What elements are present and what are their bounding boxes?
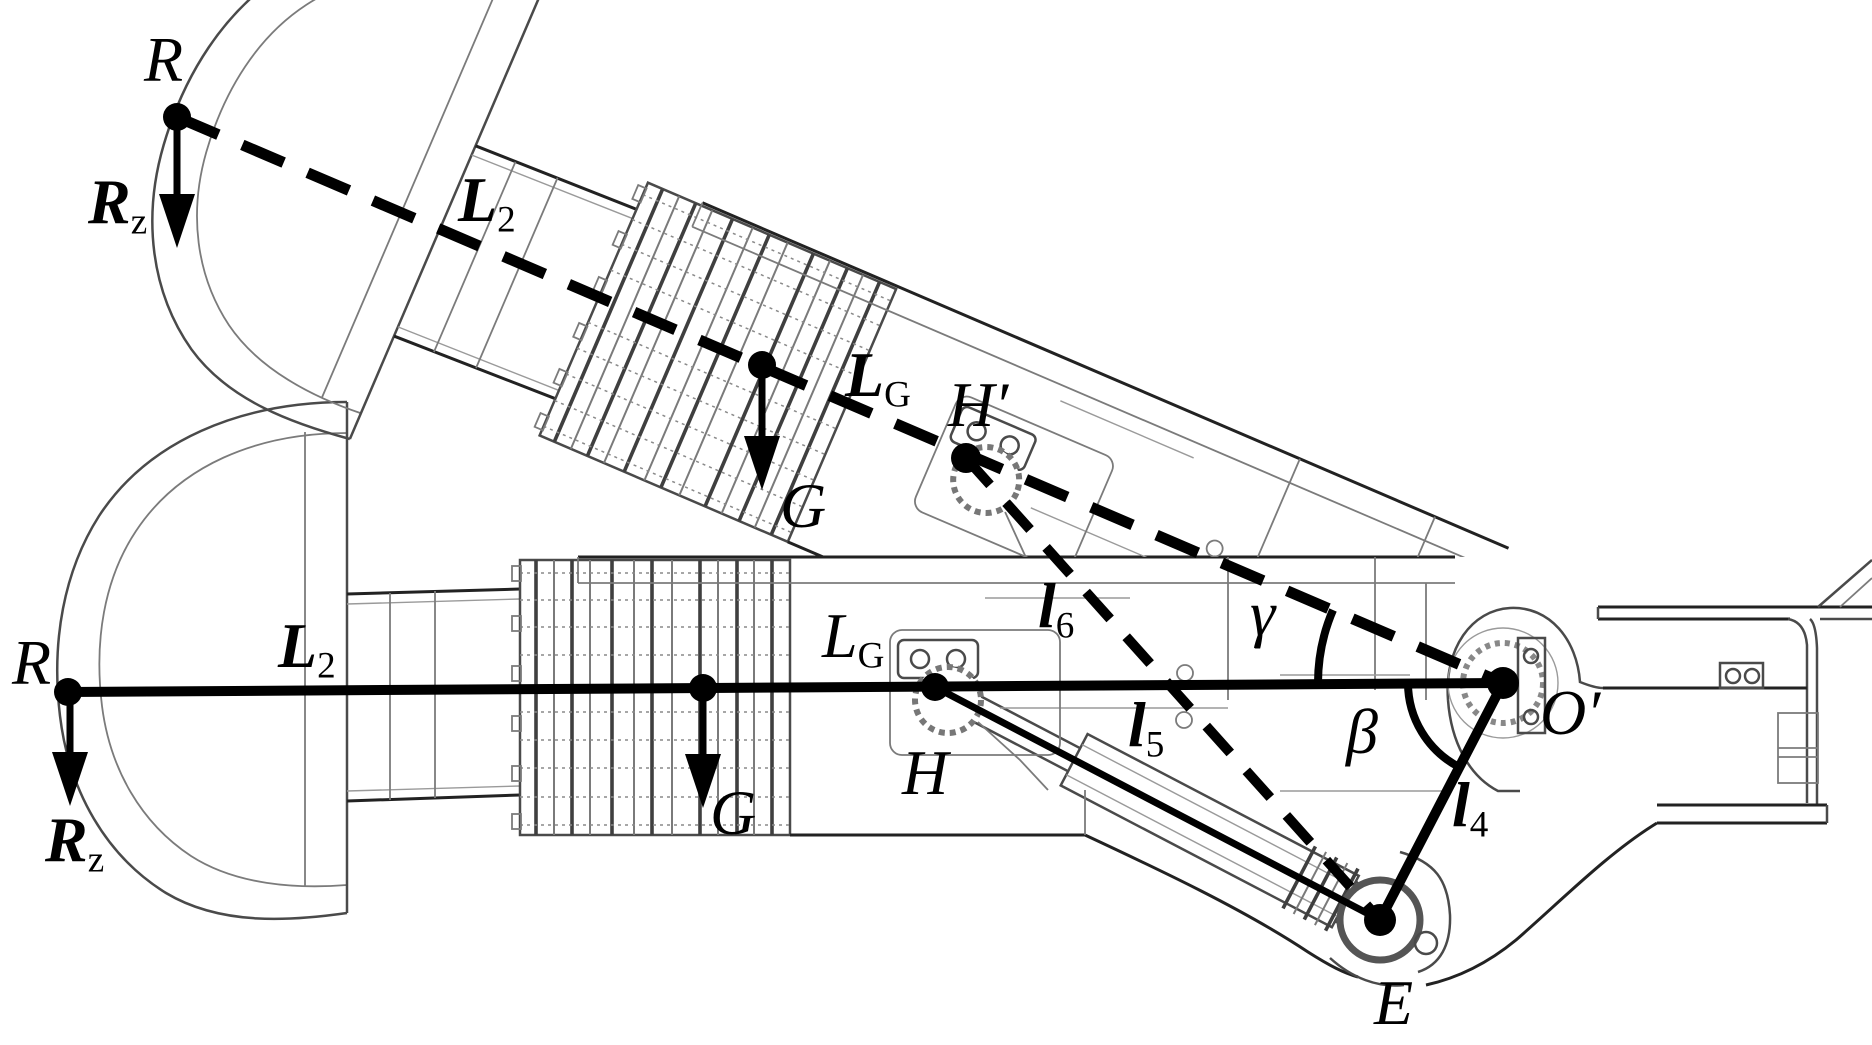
force-arrow-G-upper	[744, 365, 780, 490]
point-O-prime	[1487, 667, 1519, 699]
label-lower-G: G	[710, 777, 757, 848]
point-H-prime	[951, 443, 981, 473]
point-R-upper	[163, 103, 191, 131]
label-beta: β	[1346, 696, 1378, 767]
label-lower-Rz: Rz	[45, 804, 105, 881]
point-H	[921, 673, 949, 701]
label-l5: l5	[1128, 689, 1165, 766]
label-O-prime: O′	[1540, 677, 1601, 748]
label-lower-L2: L2	[278, 610, 336, 687]
label-E: E	[1374, 967, 1414, 1038]
label-l4: l4	[1452, 769, 1489, 846]
point-G-lower	[689, 674, 717, 702]
label-gamma: γ	[1250, 578, 1276, 649]
label-upper-L2: L2	[458, 164, 516, 241]
label-H: H	[902, 737, 949, 808]
label-upper-Rz: Rz	[88, 166, 148, 243]
annotations	[52, 103, 1519, 936]
machine-base-art	[947, 559, 1872, 987]
label-lower-LG: LG	[822, 600, 885, 677]
label-upper-R: R	[144, 24, 184, 95]
point-E	[1364, 904, 1396, 936]
label-upper-LG: LG	[845, 339, 911, 416]
cylinder-line-l5	[933, 683, 1382, 924]
force-arrow-Rz-upper	[159, 117, 195, 248]
label-H-prime: H′	[948, 369, 1009, 440]
raised-boom-axis-dashed-line	[174, 111, 1506, 689]
point-G-upper	[748, 351, 776, 379]
label-lower-R: R	[12, 627, 52, 698]
beta-angle-arc	[1404, 682, 1461, 771]
force-arrow-Rz-lower	[52, 692, 88, 806]
point-R-lower	[54, 678, 82, 706]
label-l6: l6	[1038, 570, 1075, 647]
link-line-l4	[1375, 680, 1508, 923]
gamma-angle-arc	[1314, 608, 1337, 684]
label-upper-G: G	[780, 470, 827, 541]
horizontal-boom-axis-line	[67, 678, 1504, 697]
joint-dots	[54, 103, 1519, 936]
